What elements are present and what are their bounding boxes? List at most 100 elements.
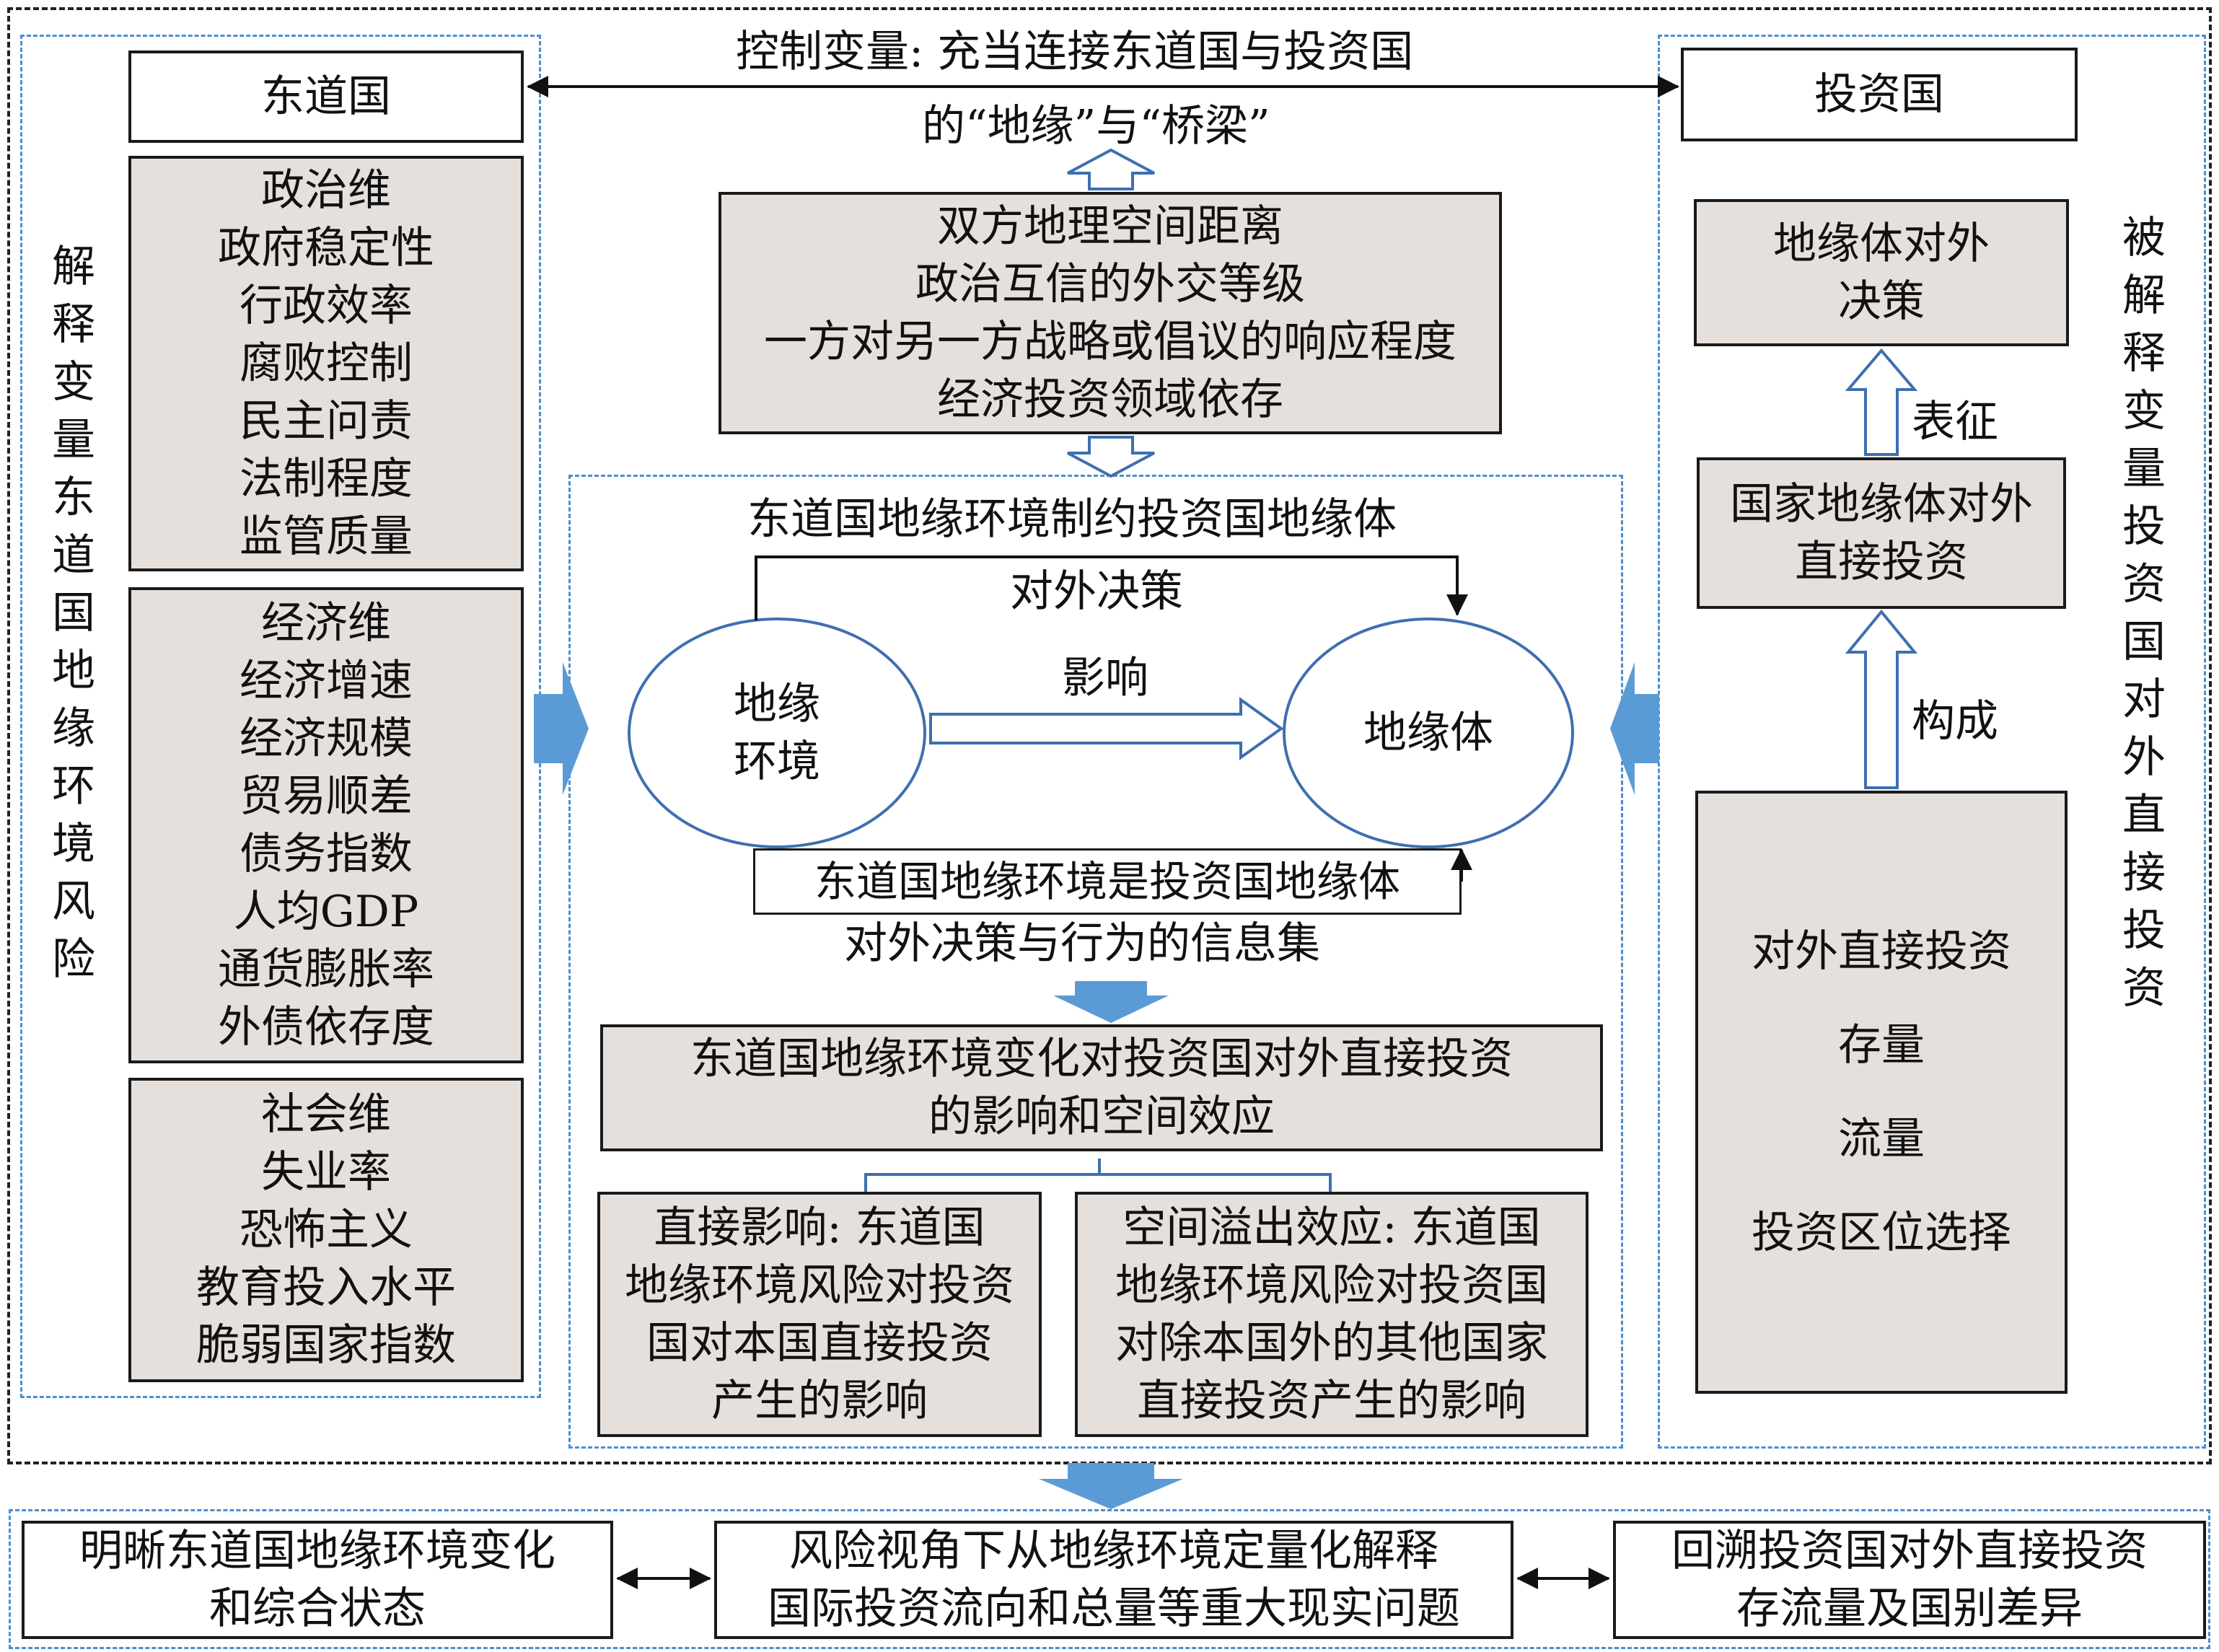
ellipse-text: 地缘 bbox=[734, 679, 820, 729]
economic-item: 通货膨胀率 bbox=[218, 944, 434, 995]
blue-left-arrow-right bbox=[1610, 662, 1659, 795]
vertical-char: 国 bbox=[2122, 617, 2166, 667]
economic-item: 外债依存度 bbox=[218, 1002, 434, 1053]
center-panel-frame bbox=[568, 475, 1623, 1449]
blue-right-arrow-left bbox=[534, 662, 589, 795]
vertical-char: 解 bbox=[52, 242, 95, 292]
vertical-char: 变 bbox=[52, 357, 95, 408]
social-item: 脆弱国家指数 bbox=[196, 1320, 456, 1371]
political-item: 监管质量 bbox=[240, 511, 413, 562]
decision-label: 对外决策 bbox=[1010, 566, 1183, 617]
vertical-char: 资 bbox=[2122, 963, 2166, 1014]
ellipse-text: 地缘体 bbox=[1363, 708, 1493, 758]
right-vertical-label: 被解释变量投资国对外直接投资 bbox=[2115, 209, 2173, 1017]
decision-box: 地缘体对外决策 bbox=[1694, 199, 2069, 346]
spillover-effect-box: 空间溢出效应: 东道国地缘环境风险对投资国对除本国外的其他国家直接投资产生的影响 bbox=[1075, 1192, 1589, 1437]
direct-line: 国对本国直接投资 bbox=[646, 1318, 993, 1368]
bottom-left-box: 明晰东道国地缘环境变化和综合状态 bbox=[22, 1521, 613, 1639]
host-country-header: 东道国 bbox=[128, 50, 524, 143]
vertical-char: 投 bbox=[2122, 905, 2166, 956]
direct-line: 地缘环境风险对投资 bbox=[625, 1260, 1014, 1311]
investor-country-header: 投资国 bbox=[1681, 48, 2078, 141]
vertical-char: 地 bbox=[52, 646, 95, 696]
vertical-char: 东 bbox=[52, 473, 95, 523]
blue-down-arrow-effect bbox=[1053, 981, 1169, 1023]
spillover-line: 空间溢出效应: 东道国 bbox=[1122, 1203, 1541, 1253]
spillover-line: 对除本国外的其他国家 bbox=[1115, 1318, 1548, 1368]
social-item: 社会维 bbox=[261, 1089, 391, 1140]
decision-loop-line bbox=[755, 555, 1468, 620]
vertical-char: 量 bbox=[2122, 444, 2166, 494]
component-item: 流量 bbox=[1838, 1114, 1925, 1164]
control-line-1: 控制变量: 充当连接东道国与投资国 bbox=[736, 27, 1414, 77]
social-dimension-box: 社会维失业率恐怖主义教育投入水平脆弱国家指数 bbox=[128, 1078, 524, 1382]
political-item: 行政效率 bbox=[240, 281, 413, 331]
direct-line: 产生的影响 bbox=[711, 1376, 928, 1426]
bottom-middle-box: 风险视角下从地缘环境定量化解释国际投资流向和总量等重大现实问题 bbox=[714, 1521, 1513, 1639]
component-item: 对外直接投资 bbox=[1752, 926, 2011, 977]
vertical-char: 变 bbox=[2122, 386, 2166, 436]
bottom-right-line: 回溯投资国对外直接投资 bbox=[1671, 1526, 2148, 1576]
constraint-title: 东道国地缘环境制约投资国地缘体 bbox=[747, 494, 1397, 545]
factors-box: 双方地理空间距离政治互信的外交等级一方对另一方战略或倡议的响应程度经济投资领域依… bbox=[719, 192, 1502, 434]
hollow-up-arrow-control bbox=[1067, 148, 1155, 190]
vertical-char: 缘 bbox=[52, 703, 95, 754]
political-item: 腐败控制 bbox=[240, 338, 413, 389]
geo-body-ellipse: 地缘体 bbox=[1283, 618, 1574, 848]
fdi-components-box: 对外直接投资 存量 流量 投资区位选择 bbox=[1695, 791, 2068, 1394]
social-item: 教育投入水平 bbox=[196, 1262, 456, 1313]
vertical-char: 环 bbox=[52, 761, 95, 812]
bottom-middle-line: 国际投资流向和总量等重大现实问题 bbox=[768, 1583, 1460, 1634]
vertical-char: 直 bbox=[2122, 790, 2166, 840]
influence-label: 影响 bbox=[1062, 653, 1148, 703]
hollow-up-arrow-represent bbox=[1845, 348, 1918, 456]
factor-line: 一方对另一方战略或倡议的响应程度 bbox=[764, 317, 1456, 367]
bottom-right-box: 回溯投资国对外直接投资存流量及国别差异 bbox=[1613, 1521, 2206, 1639]
fdi-line: 国家地缘体对外 bbox=[1730, 479, 2033, 530]
spillover-line: 直接投资产生的影响 bbox=[1137, 1376, 1526, 1426]
blue-down-arrow-bottom bbox=[1039, 1463, 1183, 1509]
fdi-box: 国家地缘体对外直接投资 bbox=[1697, 457, 2066, 609]
direct-line: 直接影响: 东道国 bbox=[654, 1203, 985, 1253]
factor-line: 双方地理空间距离 bbox=[937, 201, 1283, 252]
vertical-char: 资 bbox=[2122, 559, 2166, 610]
vertical-char: 对 bbox=[2122, 675, 2166, 725]
vertical-char: 释 bbox=[52, 299, 95, 350]
vertical-char: 国 bbox=[52, 588, 95, 638]
component-item: 投资区位选择 bbox=[1752, 1208, 2011, 1258]
economic-item: 经济规模 bbox=[240, 713, 413, 764]
political-item: 政治维 bbox=[261, 165, 391, 216]
vertical-char: 道 bbox=[52, 530, 95, 581]
fdi-line: 直接投资 bbox=[1795, 537, 1968, 587]
spillover-line: 地缘环境风险对投资国 bbox=[1115, 1260, 1548, 1311]
bottom-middle-line: 风险视角下从地缘环境定量化解释 bbox=[789, 1526, 1438, 1576]
vertical-char: 量 bbox=[52, 415, 95, 465]
geo-environment-ellipse: 地缘 环境 bbox=[628, 618, 926, 848]
left-vertical-label: 解释变量东道国地缘环境风险 bbox=[45, 238, 102, 988]
ellipse-text: 环境 bbox=[734, 737, 820, 787]
hollow-up-arrow-compose bbox=[1845, 609, 1918, 789]
vertical-char: 险 bbox=[52, 934, 95, 985]
economic-item: 贸易顺差 bbox=[240, 771, 413, 822]
social-item: 失业率 bbox=[261, 1147, 391, 1198]
vertical-char: 释 bbox=[2122, 328, 2166, 379]
vertical-char: 风 bbox=[52, 876, 95, 927]
vertical-char: 解 bbox=[2122, 271, 2166, 321]
bottom-right-line: 存流量及国别差异 bbox=[1736, 1583, 2083, 1634]
hollow-right-arrow-influence bbox=[929, 697, 1284, 760]
political-item: 法制程度 bbox=[240, 454, 413, 504]
social-item: 恐怖主义 bbox=[240, 1205, 413, 1255]
info-set-line-2: 对外决策与行为的信息集 bbox=[844, 918, 1320, 969]
hollow-down-arrow-factors bbox=[1067, 436, 1155, 478]
represent-label: 表征 bbox=[1912, 397, 1998, 447]
info-set-box: 东道国地缘环境是投资国地缘体 bbox=[753, 848, 1462, 915]
decision-line: 地缘体对外 bbox=[1773, 219, 1990, 269]
effect-box: 东道国地缘环境变化对投资国对外直接投资的影响和空间效应 bbox=[600, 1024, 1603, 1151]
vertical-char: 投 bbox=[2122, 501, 2166, 552]
direct-effect-box: 直接影响: 东道国地缘环境风险对投资国对本国直接投资产生的影响 bbox=[597, 1192, 1042, 1437]
effect-line: 东道国地缘环境变化对投资国对外直接投资 bbox=[690, 1034, 1513, 1084]
economic-item: 经济维 bbox=[261, 598, 391, 649]
bottom-left-line: 和综合状态 bbox=[209, 1583, 426, 1634]
vertical-char: 接 bbox=[2122, 848, 2166, 898]
